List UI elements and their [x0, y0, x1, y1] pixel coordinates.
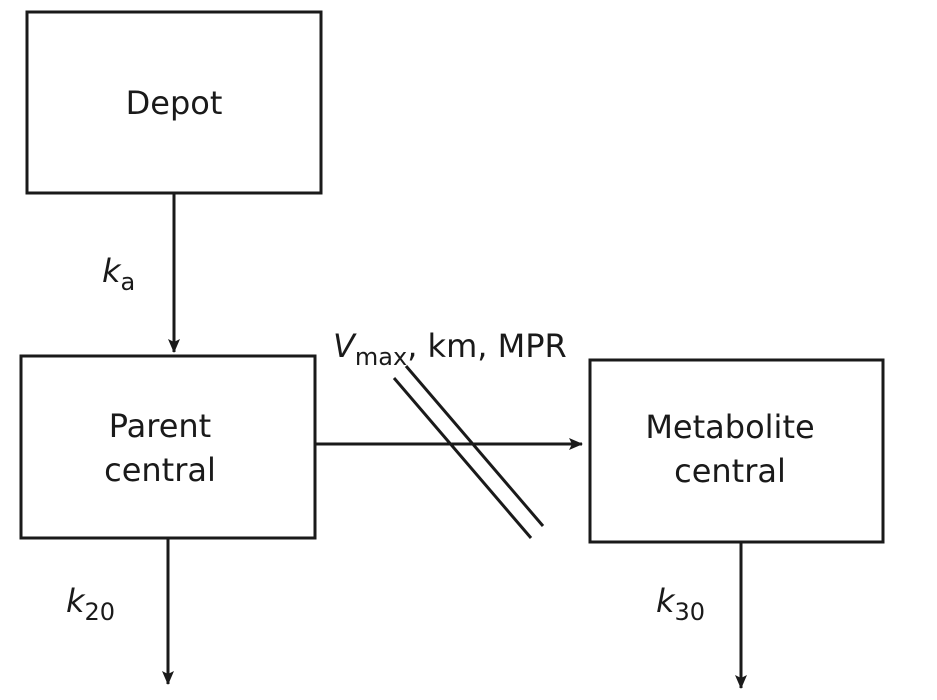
- parent-central-label-line1: Parent: [109, 407, 211, 445]
- metabolite-central-label-line1: Metabolite: [645, 408, 814, 446]
- metabolite-central-compartment: Metabolite central: [588, 358, 885, 544]
- ka-symbol: k: [102, 252, 122, 290]
- depot-compartment: Depot: [25, 10, 323, 195]
- k30-symbol: k: [656, 582, 676, 620]
- k20-subscript: 20: [85, 598, 116, 626]
- k20-rate-label: k20: [66, 582, 115, 626]
- k30-subscript: 30: [675, 598, 706, 626]
- ka-subscript: a: [121, 268, 136, 296]
- k20-symbol: k: [66, 582, 86, 620]
- vmax-subscript: max: [355, 343, 407, 371]
- parent-central-compartment: Parent central: [19, 354, 317, 540]
- metabolite-central-box: [588, 358, 885, 544]
- metabolism-rate-label: Vmax, km, MPR: [333, 327, 567, 371]
- metabolism-params: , km, MPR: [407, 327, 567, 365]
- metabolite-central-label-line2: central: [674, 452, 786, 490]
- parent-central-label-line2: central: [104, 451, 216, 489]
- k30-rate-label: k30: [656, 582, 705, 626]
- depot-label: Depot: [126, 84, 223, 122]
- vmax-symbol: V: [333, 327, 357, 365]
- parent-central-box: [19, 354, 317, 540]
- saturable-marker-line-1: [404, 365, 545, 527]
- saturable-marker-line-2: [392, 377, 533, 539]
- ka-rate-label: ka: [102, 252, 135, 296]
